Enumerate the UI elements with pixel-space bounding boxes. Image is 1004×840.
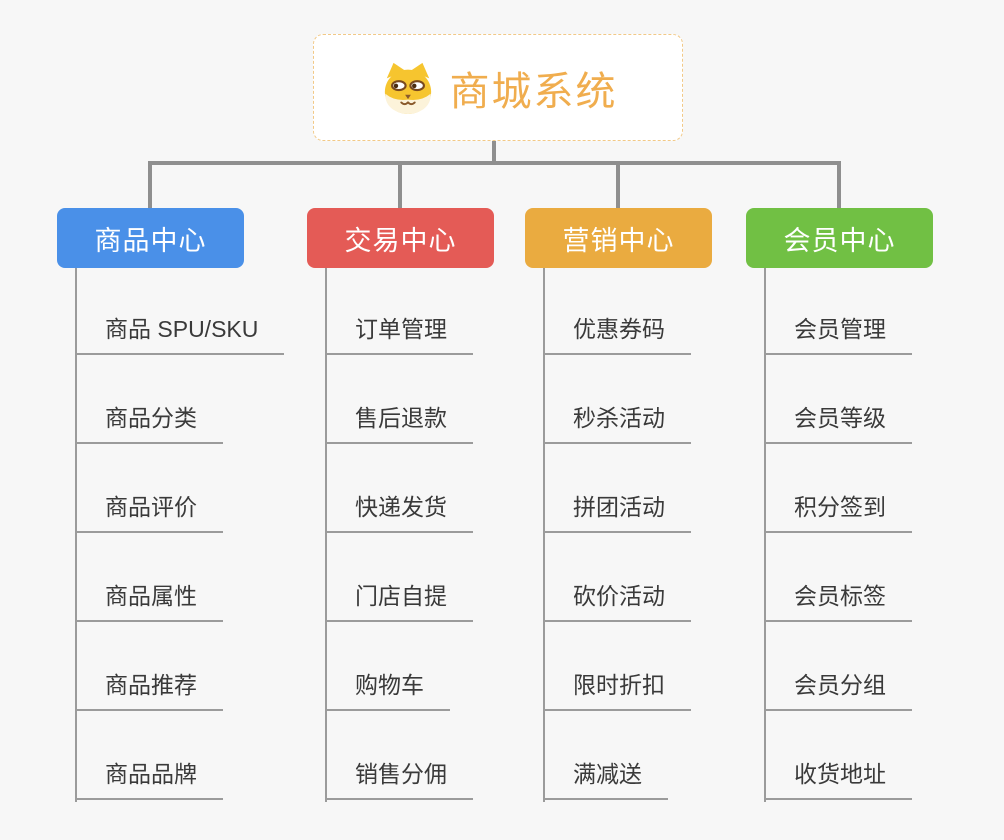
topic-item[interactable]: 积分签到 — [764, 492, 912, 533]
root-title: 商城系统 — [449, 69, 618, 114]
topic-item[interactable]: 会员标签 — [764, 581, 912, 622]
root-topic[interactable]: 商城系统 — [313, 34, 683, 141]
connector-drop-product — [148, 161, 152, 208]
connector-root-drop — [492, 141, 496, 165]
topic-item[interactable]: 商品推荐 — [75, 670, 223, 711]
branch-head-product-center[interactable]: 商品中心 — [57, 208, 244, 268]
topic-item[interactable]: 购物车 — [325, 670, 450, 711]
connector-drop-marketing — [616, 161, 620, 208]
branch-member-center: 会员中心 会员管理 会员等级 积分签到 会员标签 会员分组 收货地址 — [746, 208, 933, 818]
topic-item[interactable]: 订单管理 — [325, 314, 473, 355]
branch-head-trade-center[interactable]: 交易中心 — [307, 208, 494, 268]
topic-item[interactable]: 秒杀活动 — [543, 403, 691, 444]
topic-item[interactable]: 限时折扣 — [543, 670, 691, 711]
topic-item[interactable]: 商品 SPU/SKU — [75, 314, 285, 355]
topic-item[interactable]: 拼团活动 — [543, 492, 691, 533]
topic-item[interactable]: 售后退款 — [325, 403, 473, 444]
topic-item[interactable]: 砍价活动 — [543, 581, 691, 622]
branch-product-center: 商品中心 商品 SPU/SKU 商品分类 商品评价 商品属性 商品推荐 商品品牌 — [57, 208, 285, 818]
topic-item[interactable]: 收货地址 — [764, 759, 912, 800]
topic-item[interactable]: 会员管理 — [764, 314, 912, 355]
branch-head-marketing-center[interactable]: 营销中心 — [525, 208, 712, 268]
topic-item[interactable]: 快递发货 — [325, 492, 473, 533]
topic-item[interactable]: 商品分类 — [75, 403, 223, 444]
topic-item[interactable]: 销售分佣 — [325, 759, 473, 800]
topic-item[interactable]: 会员分组 — [764, 670, 912, 711]
topic-item[interactable]: 商品属性 — [75, 581, 223, 622]
branch-trade-center: 交易中心 订单管理 售后退款 快递发货 门店自提 购物车 销售分佣 — [307, 208, 494, 818]
topic-item[interactable]: 优惠券码 — [543, 314, 691, 355]
topic-item[interactable]: 门店自提 — [325, 581, 473, 622]
dog-face-icon — [384, 62, 431, 114]
branch-marketing-center: 营销中心 优惠券码 秒杀活动 拼团活动 砍价活动 限时折扣 满减送 — [525, 208, 712, 818]
branch-trunk-line — [75, 268, 77, 802]
connector-drop-trade — [398, 161, 402, 208]
branch-trunk-line — [543, 268, 545, 802]
topic-item[interactable]: 满减送 — [543, 759, 668, 800]
connector-horizontal — [150, 161, 839, 165]
connector-drop-member — [837, 161, 841, 208]
branch-head-member-center[interactable]: 会员中心 — [746, 208, 933, 268]
branch-trunk-line — [764, 268, 766, 802]
topic-item[interactable]: 商品评价 — [75, 492, 223, 533]
topic-item[interactable]: 会员等级 — [764, 403, 912, 444]
topic-item[interactable]: 商品品牌 — [75, 759, 223, 800]
branch-trunk-line — [325, 268, 327, 802]
